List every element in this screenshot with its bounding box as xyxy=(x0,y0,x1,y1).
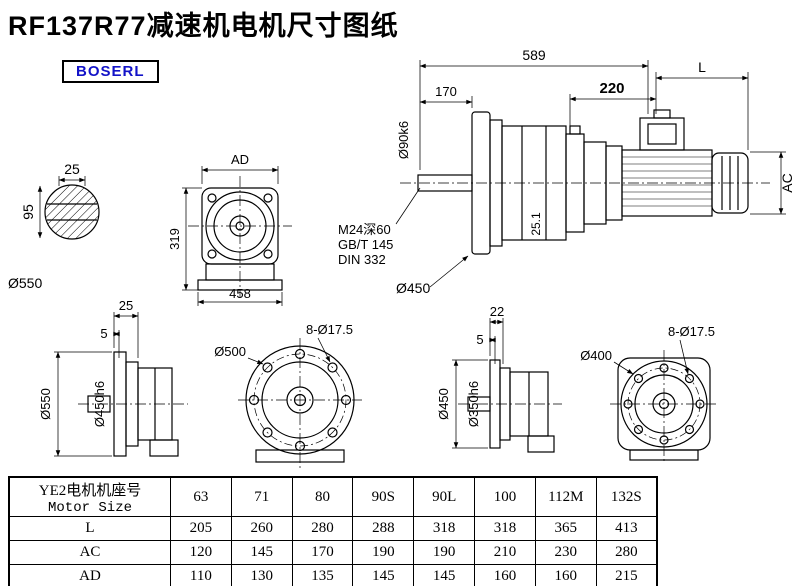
size-col-90L: 90L xyxy=(413,476,476,517)
cell-L-7: 413 xyxy=(595,516,658,541)
view-main-side: 589 170 Ø90k6 M24深60 GB/T 145 DIN 332 Ø4… xyxy=(338,47,795,296)
size-col-90S: 90S xyxy=(352,476,415,517)
motor-size-header: YE2电机机座号 Motor Size xyxy=(8,476,171,517)
dim-22-label: 22 xyxy=(490,304,504,319)
header-en: Motor Size xyxy=(47,499,132,516)
dim-AC-label: AC xyxy=(779,173,795,192)
cell-AC-0: 120 xyxy=(170,540,232,565)
cell-L-4: 318 xyxy=(413,516,476,541)
dim-25-1-label: 25.1 xyxy=(529,212,543,236)
size-col-63: 63 xyxy=(170,476,232,517)
cell-L-1: 260 xyxy=(230,516,293,541)
view-output-side-small: 22 5 Ø450 Ø350h6 xyxy=(436,304,562,453)
dim-400-label: Ø400 xyxy=(580,348,612,363)
standard-gbt-label: GB/T 145 xyxy=(338,237,393,252)
size-col-80: 80 xyxy=(291,476,354,517)
view-output-flange-front-large: Ø500 8-Ø17.5 xyxy=(214,322,362,468)
cell-AC-3: 190 xyxy=(352,540,415,565)
dim-shaft-fit-label: Ø90k6 xyxy=(396,121,411,159)
size-col-100: 100 xyxy=(474,476,536,517)
cell-AD-5: 160 xyxy=(474,564,536,586)
cell-AC-4: 190 xyxy=(413,540,476,565)
cell-AD-1: 130 xyxy=(230,564,293,586)
cell-AC-7: 280 xyxy=(595,540,658,565)
dim-220-label: 220 xyxy=(599,80,624,97)
dim-170-label: 170 xyxy=(435,84,457,99)
table-row-AD: AD 110 130 135 145 145 160 160 215 xyxy=(8,564,658,586)
cell-AC-5: 210 xyxy=(474,540,536,565)
table-row-L: L 205 260 280 288 318 318 365 413 xyxy=(8,516,658,541)
dim-L-label: L xyxy=(698,59,706,75)
cell-AC-6: 230 xyxy=(534,540,597,565)
view-shaft-cross-section: 25 95 Ø550 xyxy=(8,161,100,291)
dim-flange-450-label: Ø450 xyxy=(396,280,430,296)
row-label-L: L xyxy=(8,516,171,541)
dim-25b-label: 25 xyxy=(119,298,133,313)
dim-key-width-label: 25 xyxy=(64,161,80,177)
cell-AD-2: 135 xyxy=(291,564,354,586)
cell-L-2: 280 xyxy=(291,516,354,541)
dim-5b-label: 5 xyxy=(100,326,107,341)
dim-bolt-holes-b-label: 8-Ø17.5 xyxy=(668,324,715,339)
dim-458-label: 458 xyxy=(229,286,251,301)
dimension-table: YE2电机机座号 Motor Size 63 71 80 90S 90L 100… xyxy=(8,476,658,586)
table-row-AC: AC 120 145 170 190 190 210 230 280 xyxy=(8,540,658,565)
dim-95-label: 95 xyxy=(20,204,36,220)
shaft-section-circle xyxy=(44,184,100,240)
cell-AD-0: 110 xyxy=(170,564,232,586)
thread-spec-label: M24深60 xyxy=(338,222,391,237)
technical-drawing: 25 95 Ø550 AD 319 xyxy=(8,47,795,468)
standard-din-label: DIN 332 xyxy=(338,252,386,267)
cell-L-3: 288 xyxy=(352,516,415,541)
cell-L-6: 365 xyxy=(534,516,597,541)
size-col-71: 71 xyxy=(230,476,293,517)
flange-outer-circle-small xyxy=(620,360,708,448)
dim-AD-label: AD xyxy=(231,152,249,167)
flange-outer-circle-large xyxy=(245,345,355,455)
dim-shaft-diameter-label: Ø550 xyxy=(8,275,42,291)
row-label-AC: AC xyxy=(8,540,171,565)
cell-AC-2: 170 xyxy=(291,540,354,565)
terminal-box xyxy=(639,117,685,151)
view-output-side-large: 25 5 Ø550 Ø450h6 xyxy=(38,298,188,457)
boserl-logo: BOSERL xyxy=(62,60,159,83)
dim-350h6-label: Ø350h6 xyxy=(466,381,481,427)
cell-AD-7: 215 xyxy=(595,564,658,586)
size-col-132S: 132S xyxy=(595,476,658,517)
page-title: RF137R77减速机电机尺寸图纸 xyxy=(8,11,399,41)
cell-AD-6: 160 xyxy=(534,564,597,586)
dim-319-label: 319 xyxy=(167,228,182,250)
size-col-112M: 112M xyxy=(534,476,597,517)
cell-AD-3: 145 xyxy=(352,564,415,586)
row-label-AD: AD xyxy=(8,564,171,586)
dim-589-label: 589 xyxy=(522,47,546,63)
dim-450h6-label: Ø450h6 xyxy=(92,381,107,427)
view-output-flange-front-small: Ø400 8-Ø17.5 xyxy=(580,324,718,462)
cell-L-5: 318 xyxy=(474,516,536,541)
dim-550b-label: Ø550 xyxy=(38,388,53,420)
dim-5c-label: 5 xyxy=(476,332,483,347)
dim-450c-label: Ø450 xyxy=(436,388,451,420)
fan-cover xyxy=(711,152,749,214)
cell-AC-1: 145 xyxy=(230,540,293,565)
dim-500-label: Ø500 xyxy=(214,344,246,359)
view-gearbox-front: AD 319 458 xyxy=(167,152,292,306)
table-header-row: YE2电机机座号 Motor Size 63 71 80 90S 90L 100… xyxy=(8,476,658,517)
dim-bolt-holes-a-label: 8-Ø17.5 xyxy=(306,322,353,337)
cell-AD-4: 145 xyxy=(413,564,476,586)
cell-L-0: 205 xyxy=(170,516,232,541)
header-cn: YE2电机机座号 xyxy=(38,482,142,499)
